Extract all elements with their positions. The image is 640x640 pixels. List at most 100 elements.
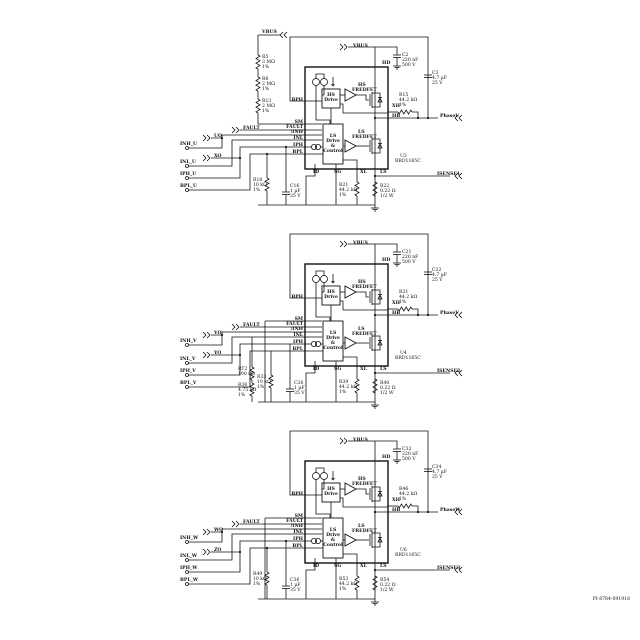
- phase-capacitor-value: 4.7 µF: [432, 272, 447, 278]
- xl-resistor-ref: R39: [339, 379, 348, 385]
- left-capacitor-ref: C36: [290, 577, 299, 583]
- pin-hb: HB: [392, 113, 400, 119]
- sense-icon: [314, 340, 321, 347]
- wire: [348, 46, 398, 55]
- pin-label: INL: [293, 135, 303, 141]
- phase-connector-icon: [454, 311, 459, 319]
- sense-resistor: [372, 181, 378, 197]
- hd-capacitor-rating: 500 V: [402, 62, 416, 68]
- current-source-icon: [312, 472, 320, 480]
- ls-drive-label: LS: [330, 133, 337, 139]
- input-label-bpl_v: BPL_V: [180, 380, 197, 386]
- wire: [322, 282, 325, 293]
- isense-label: ISENSE3: [437, 565, 460, 571]
- fault-label: FAULT: [243, 125, 260, 131]
- phase-label: PhaseW: [440, 507, 461, 513]
- ls-drive-block: [322, 517, 344, 559]
- xh-resistor-rating: 1%: [399, 102, 407, 108]
- input-label-inh_u: INH_U: [180, 141, 197, 147]
- left-capacitor-ref: C26: [294, 380, 303, 386]
- pin-label: /INH: [291, 129, 304, 135]
- ls-fet-label: LS: [358, 326, 365, 332]
- wire: [289, 430, 429, 512]
- wire: [315, 467, 320, 473]
- input-terminal: [185, 164, 189, 168]
- wire: [375, 532, 381, 548]
- pin-xh: XH: [392, 300, 401, 306]
- xh-resistor: [397, 306, 413, 312]
- hs-fet-label: HS: [358, 279, 366, 285]
- junction-dot: [416, 510, 420, 514]
- out-lo-label: XO: [214, 153, 222, 159]
- wire: [320, 270, 325, 276]
- phase-connector-icon: [454, 508, 459, 516]
- left-capacitor-value: 1 µF: [294, 385, 305, 391]
- ls-drive-label: &: [331, 340, 336, 346]
- left-capacitor-value: 1 µF: [290, 582, 301, 588]
- left-resistor-rating: 1%: [257, 384, 265, 390]
- wire: [320, 467, 325, 473]
- sense-resistor-ref: R54: [380, 577, 389, 583]
- pin-label: BPL: [292, 346, 303, 352]
- left-capacitor-ref: C16: [290, 183, 299, 189]
- wire: [320, 73, 325, 79]
- divider-resistor: [255, 54, 261, 70]
- xh-resistor-ref: R15: [399, 92, 408, 98]
- xl-resistor-rating: 1%: [339, 586, 347, 592]
- pin-bph: BPH: [291, 294, 303, 300]
- pin-sg: SG: [334, 169, 341, 175]
- current-source-icon: [320, 78, 328, 86]
- fault-connector-icon: [235, 126, 240, 134]
- ls-buffer-icon: [344, 533, 357, 547]
- pin-hd: HD: [382, 257, 390, 263]
- divider-resistor-ref: R8: [262, 76, 268, 82]
- xl-resistor: [354, 378, 360, 394]
- pin-sg: SG: [334, 563, 341, 569]
- wire: [375, 138, 381, 154]
- ls-drive-label: LS: [330, 330, 337, 336]
- left-resistor-value: 10 kΩ: [257, 379, 271, 385]
- input-label-inl_w: INL_W: [180, 553, 198, 559]
- out-lo-connector-icon: [202, 154, 207, 162]
- divider-resistor: [255, 98, 261, 114]
- phase-connector-icon: [454, 114, 459, 122]
- out-lo-connector-icon: [206, 154, 211, 162]
- wire: [188, 138, 223, 149]
- pin-ls: LS: [380, 563, 387, 569]
- input-terminal: [185, 582, 189, 586]
- pin-hb: HB: [392, 310, 400, 316]
- wire: [375, 486, 381, 502]
- xl-resistor-value: 44.2 kΩ: [339, 581, 357, 587]
- junction-dot: [265, 546, 269, 550]
- pin-label: FAULT: [286, 321, 303, 327]
- sense-resistor-value: 0.22 Ω: [380, 188, 396, 194]
- wire: [340, 103, 388, 114]
- vbus-connector-icon: [339, 437, 344, 445]
- wire: [315, 270, 320, 276]
- xl-resistor-rating: 1%: [339, 192, 347, 198]
- left-resistor: [249, 366, 255, 381]
- ic-reference: U4: [400, 350, 407, 356]
- xl-resistor-rating: 1%: [339, 389, 347, 395]
- ic-part-number: BRD1165C: [395, 552, 421, 558]
- wire: [211, 134, 322, 139]
- vbus-connector-icon: [339, 43, 344, 51]
- wire: [305, 366, 316, 402]
- vbus-top-label: VBUS: [261, 29, 277, 35]
- isense-label: ISENSE1: [437, 171, 460, 177]
- wire: [343, 553, 358, 576]
- sense-resistor-value: 0.22 Ω: [380, 385, 396, 391]
- pin-label: INL: [293, 529, 303, 535]
- wire: [305, 563, 316, 599]
- isense-connector-icon: [454, 172, 459, 180]
- pin-label: IPH: [293, 142, 304, 148]
- out-lo-connector-icon: [202, 351, 207, 359]
- input-label-bpl_u: BPL_U: [180, 183, 197, 189]
- phase-label: PhaseV: [440, 310, 459, 316]
- sense-resistor: [372, 378, 378, 394]
- junction-dot: [284, 539, 288, 543]
- input-label-iph_w: IPH_W: [180, 565, 198, 571]
- pin-label: /INH: [291, 523, 304, 529]
- left-capacitor-rating: 35 V: [294, 390, 305, 396]
